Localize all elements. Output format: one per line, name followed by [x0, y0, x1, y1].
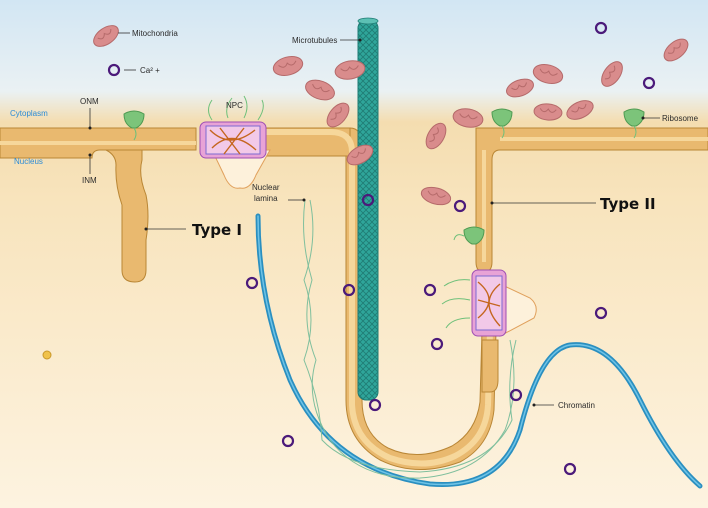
calcium-ion-icon [594, 21, 608, 35]
label-microtubules: Microtubules [292, 36, 337, 45]
particle [42, 350, 52, 360]
mitochondrion-icon [334, 60, 366, 80]
label-chromatin: Chromatin [558, 401, 595, 410]
ribosome-icon [623, 108, 645, 139]
label-onm: ONM [80, 97, 99, 106]
calcium-ion-icon [368, 398, 382, 412]
calcium-ion-icon [594, 306, 608, 320]
label-lamina: lamina [254, 194, 278, 203]
calcium-ion-icon [453, 199, 467, 213]
mitochondrion-icon [272, 55, 304, 77]
nuclear-pore-complex-icon [441, 269, 537, 337]
calcium-ion-icon [245, 276, 259, 290]
ribosome-icon [491, 108, 513, 139]
leader-lines [88, 32, 660, 407]
ribosome-icon [123, 110, 145, 141]
label-nucleus: Nucleus [14, 157, 43, 166]
mitochondrion-icon [420, 186, 452, 206]
label-type-2: Type II [600, 195, 656, 213]
calcium-ion-icon [281, 434, 295, 448]
label-inm: INM [82, 176, 97, 185]
mitochondrion-icon [506, 78, 534, 98]
mitochondria-group [93, 25, 689, 206]
ribosome-icon [453, 226, 485, 245]
mitochondrion-icon [346, 144, 374, 166]
calcium-ion-icon [509, 388, 523, 402]
mitochondrion-icon [326, 102, 350, 128]
calcium-ions [107, 21, 656, 476]
calcium-ion-icon [563, 462, 577, 476]
mitochondrion-icon [533, 103, 563, 121]
label-calcium: Ca² + [140, 66, 160, 75]
calcium-ion-icon [342, 283, 356, 297]
label-ribosome: Ribosome [662, 114, 699, 123]
mitochondrion-icon [601, 61, 623, 87]
nuclear-envelope [0, 127, 708, 470]
calcium-ion-icon [107, 63, 121, 77]
microtubule [357, 17, 379, 401]
calcium-ion-icon [642, 76, 656, 90]
label-cytoplasm: Cytoplasm [10, 109, 48, 118]
mitochondrion-icon [305, 79, 335, 101]
label-nuclear: Nuclear [252, 183, 280, 192]
label-mitochondria: Mitochondria [132, 29, 178, 38]
calcium-ion-icon [361, 193, 375, 207]
mitochondrion-icon [452, 108, 484, 128]
mitochondrion-icon [566, 100, 594, 120]
calcium-ion-icon [423, 283, 437, 297]
nuclear-lamina [303, 199, 517, 479]
label-type-1: Type I [192, 221, 242, 239]
mitochondrion-icon [93, 25, 119, 47]
mitochondrion-icon [663, 38, 689, 62]
mitochondrion-icon [532, 63, 564, 85]
calcium-ion-icon [430, 337, 444, 351]
nuclear-pore-complex-icon [199, 95, 271, 189]
label-npc: NPC [226, 101, 243, 110]
mitochondrion-icon [425, 122, 447, 150]
